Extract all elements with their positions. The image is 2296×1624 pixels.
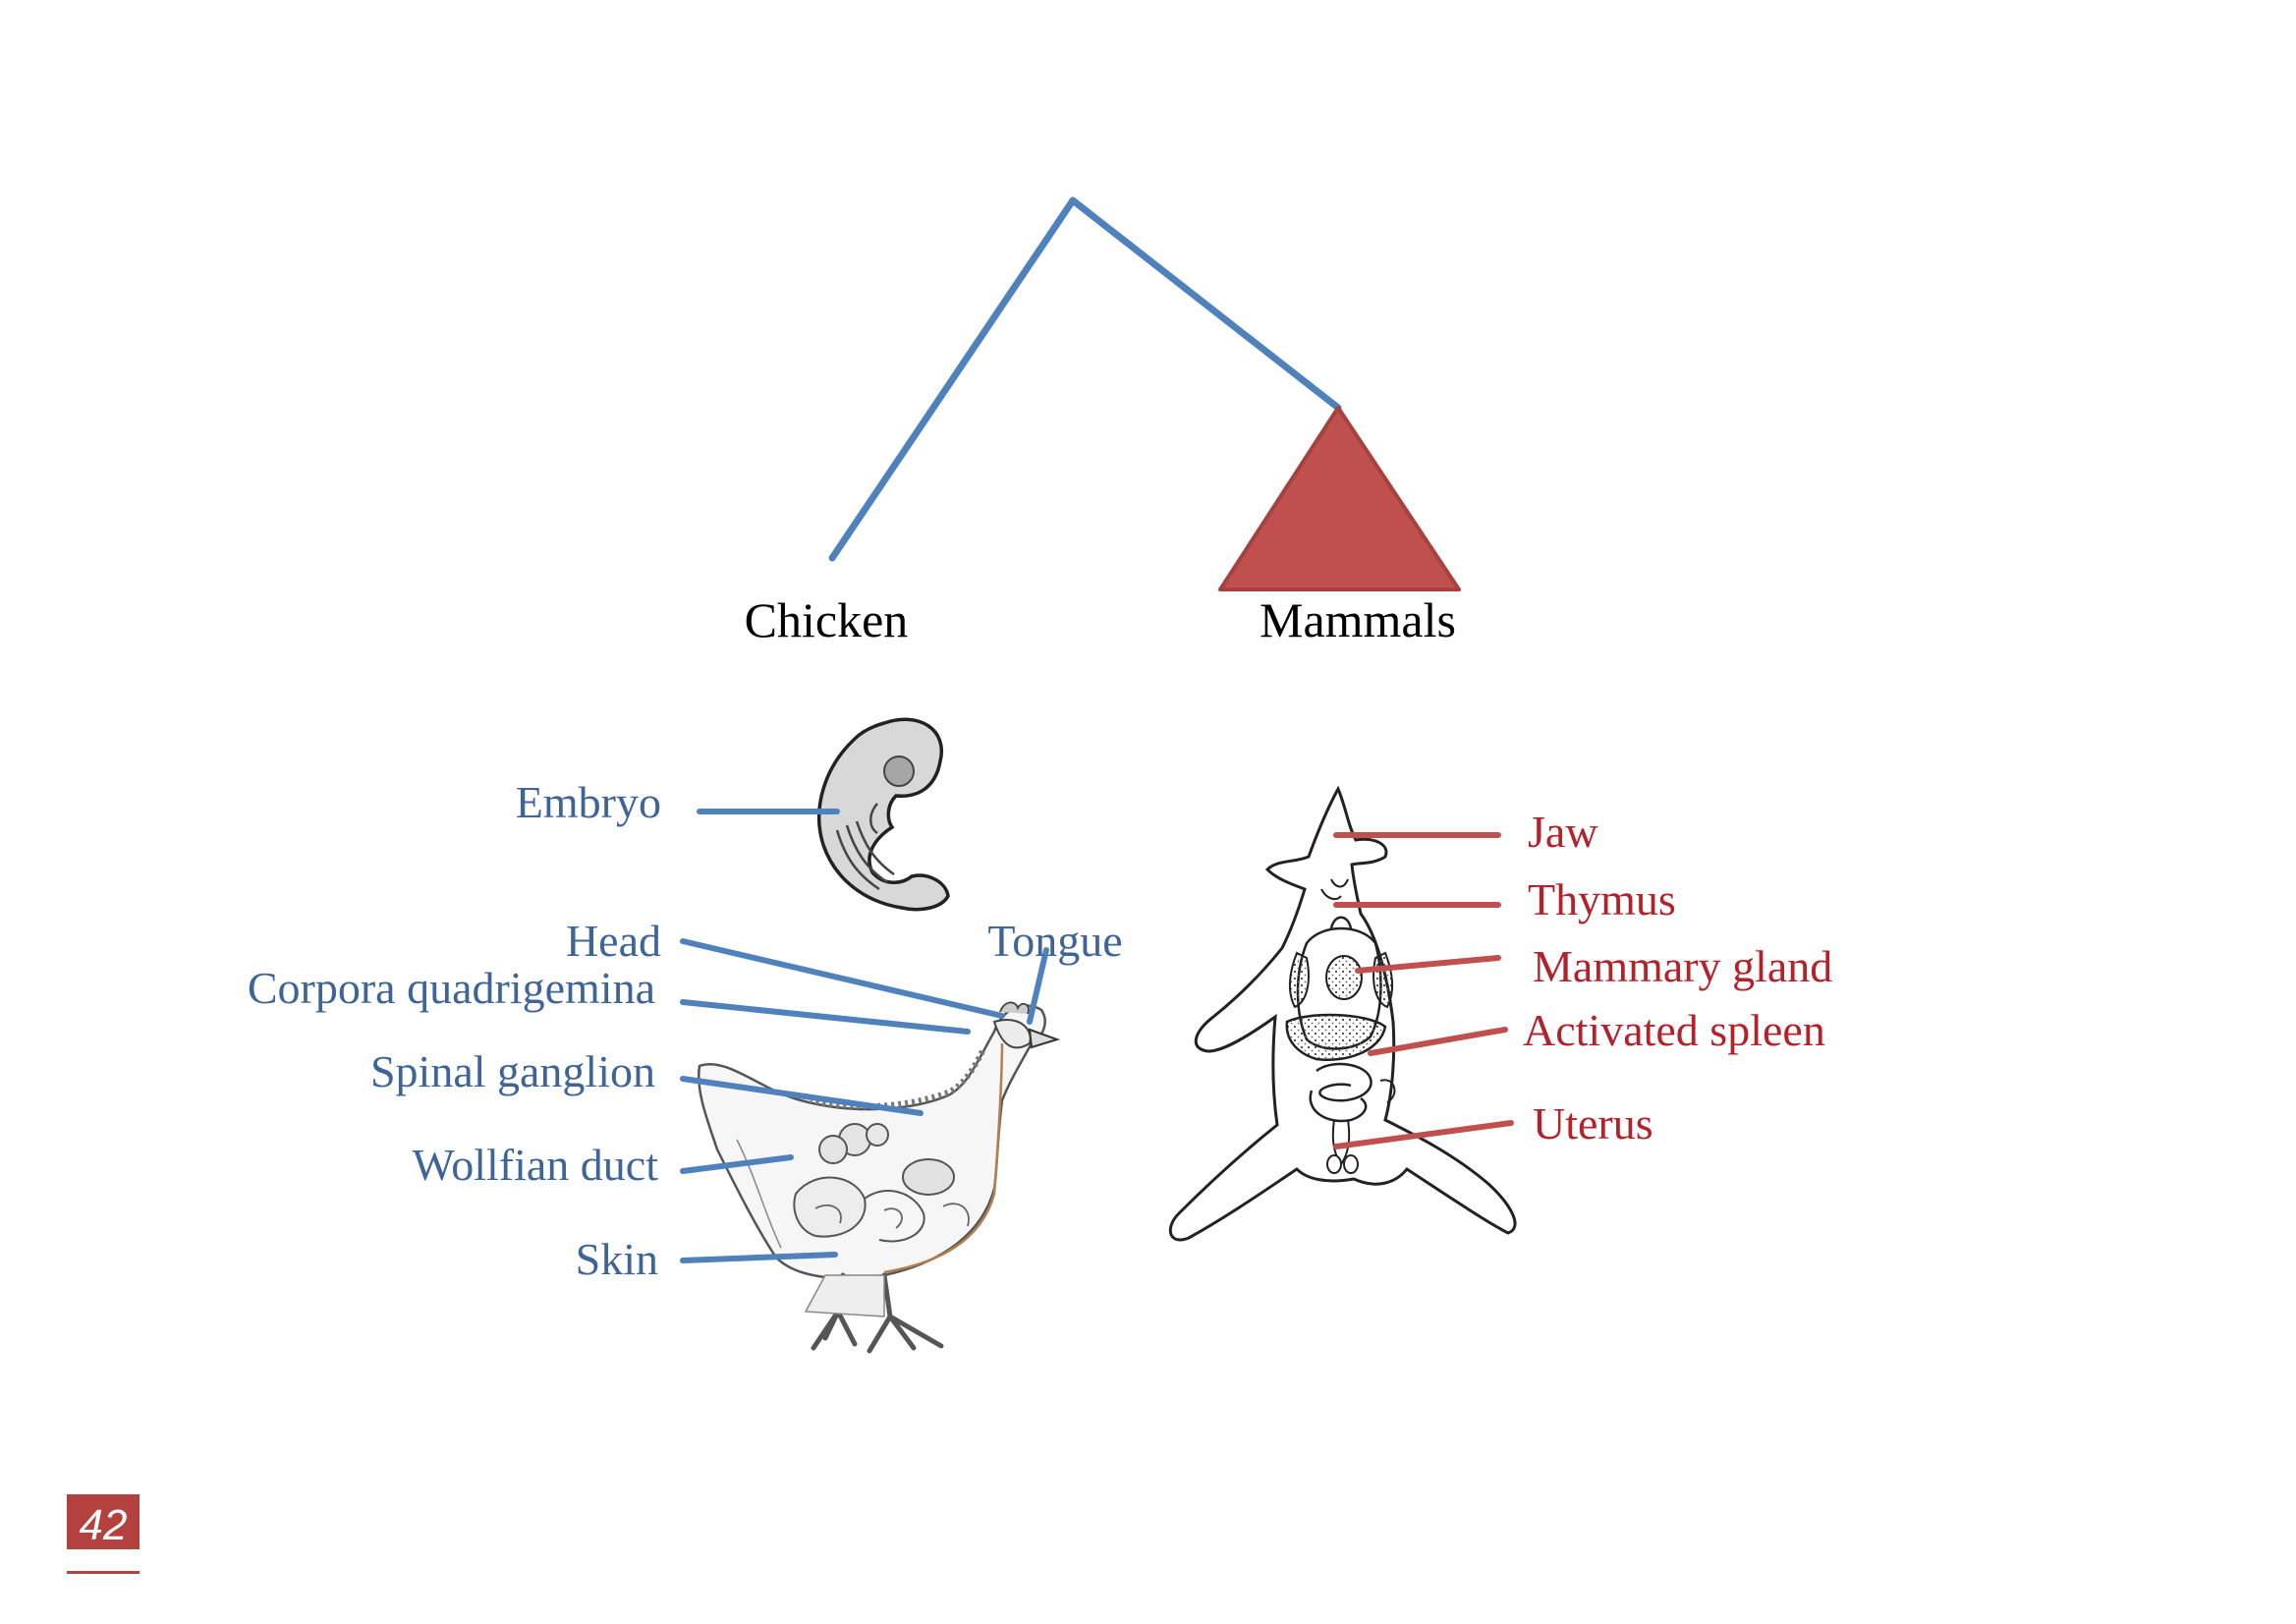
label-head: Head: [566, 916, 661, 966]
label-jaw: Jaw: [1528, 807, 1598, 857]
page-badge-box: [67, 1494, 140, 1549]
page-number-badge: 42: [67, 1494, 140, 1574]
leader-skin: [680, 1252, 838, 1263]
taxon-label-chicken: Chicken: [745, 592, 909, 647]
chicken-leader-lines: [680, 809, 1049, 1263]
chicken-embryo-illustration: [816, 717, 950, 912]
leader-activated-spleen: [1368, 1027, 1508, 1056]
leader-corpora-quadrigemina: [680, 999, 971, 1035]
label-spinal-ganglion: Spinal ganglion: [370, 1046, 655, 1096]
taxon-label-mammals: Mammals: [1260, 592, 1456, 647]
label-corpora-quadrigemina: Corpora quadrigemina: [248, 963, 655, 1013]
mammal-leader-lines: [1333, 832, 1514, 1149]
mammal-labels: Jaw Thymus Mammary gland Activated splee…: [1523, 807, 1832, 1148]
leader-tongue: [1027, 947, 1049, 1025]
label-uterus: Uterus: [1533, 1098, 1653, 1148]
branch-mammals: [1069, 196, 1342, 412]
leader-uterus: [1333, 1120, 1514, 1149]
leader-mammary-gland: [1355, 955, 1501, 974]
page-badge-underline: [67, 1571, 140, 1574]
label-thymus: Thymus: [1528, 874, 1676, 924]
leader-head: [680, 938, 1005, 1019]
mammal-anatomy-illustration: [1168, 785, 1517, 1242]
label-wollfian-duct: Wollfian duct: [412, 1140, 658, 1190]
mammals-clade-triangle: [1218, 406, 1461, 591]
label-activated-spleen: Activated spleen: [1523, 1005, 1825, 1055]
label-tongue: Tongue: [987, 916, 1122, 966]
branch-chicken: [828, 196, 1077, 562]
label-embryo: Embryo: [516, 777, 661, 827]
leader-spinal-ganglion: [680, 1076, 924, 1116]
chicken-anatomy-illustration: [698, 1001, 1061, 1354]
chicken-labels: Embryo Head Tongue Corpora quadrigemina …: [248, 777, 1123, 1284]
phylogenetic-tree: Chicken Mammals: [745, 196, 1461, 647]
leader-wollfian-duct: [680, 1154, 794, 1174]
embryo-eye: [883, 756, 915, 787]
page-number: 42: [80, 1501, 128, 1549]
label-mammary-gland: Mammary gland: [1533, 941, 1832, 991]
label-skin: Skin: [576, 1234, 658, 1284]
